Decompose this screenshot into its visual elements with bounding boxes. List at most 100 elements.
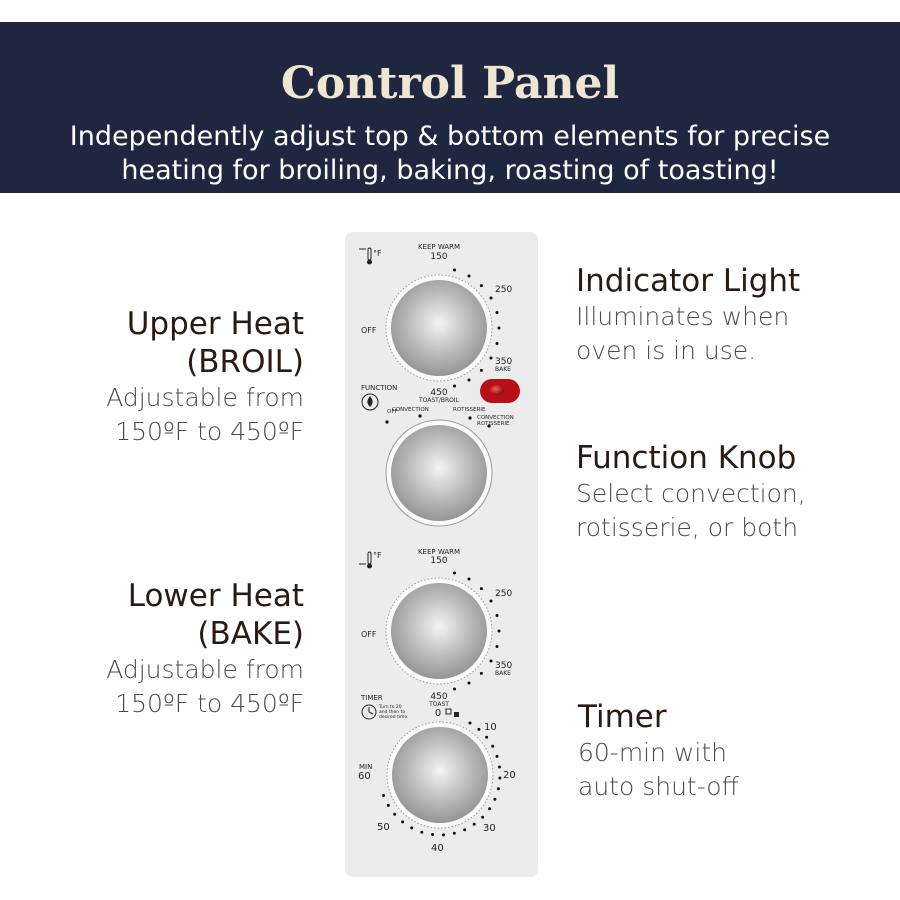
timer-feature: Timer 60-min with auto shut-off: [578, 698, 878, 804]
timer-tick-dot: [491, 744, 495, 748]
upper-bake-label: BAKE: [495, 366, 511, 373]
lower-toast-label: TOAST: [428, 701, 449, 708]
timer-tick-dot: [410, 826, 414, 830]
lower-dial-tick-dots: [453, 571, 501, 691]
lower-tick-dot: [467, 681, 471, 685]
upper-tick-dot: [467, 274, 471, 278]
timer-note-2: and then to: [379, 709, 405, 715]
upper-heat-desc-1: Adjustable from: [106, 383, 304, 412]
function-label: FUNCTION: [361, 384, 397, 392]
control-panel: °F KEEP WARM 150 250 350 BAKE 450 TOAST/…: [345, 232, 538, 877]
lower-tick-dot: [489, 659, 493, 663]
upper-350-label: 350: [495, 357, 512, 367]
timer-min-label: MIN: [359, 763, 372, 771]
function-knob-title: Function Knob: [576, 440, 797, 476]
timer-dial-tick-dots: [382, 721, 502, 837]
lower-tick-dot: [479, 671, 483, 675]
upper-tick-dot: [453, 268, 456, 272]
lower-tick-dot: [453, 687, 456, 691]
upper-tick-dot: [489, 296, 493, 300]
function-both-label-1: CONVECTION: [477, 415, 514, 421]
timer-tick-dot: [485, 735, 489, 739]
upper-450-label: 450: [430, 388, 447, 398]
lower-heat-title: Lower Heat: [127, 578, 304, 614]
lower-deg-label: °F: [373, 551, 382, 560]
upper-250-label: 250: [495, 285, 512, 295]
timer-tick-dot: [495, 754, 499, 758]
timer-tick-dot: [393, 812, 397, 816]
lower-tick-dot: [495, 645, 499, 648]
upper-tick-dot: [495, 311, 499, 314]
function-dial: FUNCTION OFF CONVECTION ROTISSERIE CONVE…: [361, 384, 514, 527]
lower-heat-subtitle: (BAKE): [197, 616, 304, 652]
lower-keep-warm-label: KEEP WARM: [418, 548, 460, 556]
upper-heat-desc-2: 150ºF to 450ºF: [115, 417, 304, 446]
timer-tick-dot: [493, 797, 497, 801]
timer-desc-1: 60-min with: [578, 738, 727, 767]
lower-bake-label: BAKE: [495, 670, 511, 677]
upper-heat-title: Upper Heat: [126, 306, 304, 342]
upper-heat-knob[interactable]: [391, 280, 487, 376]
lower-350-label: 350: [495, 661, 512, 671]
upper-150-label: 150: [430, 252, 447, 262]
function-knob[interactable]: [391, 425, 487, 521]
thermometer-icon: [359, 247, 372, 265]
upper-tick-dot: [479, 284, 483, 288]
lower-tick-dot: [467, 577, 471, 581]
upper-tick-dot: [479, 368, 483, 372]
timer-tick-dot: [481, 815, 485, 819]
upper-off-label: OFF: [361, 326, 377, 335]
timer-0-label: 0: [435, 708, 441, 719]
lower-250-label: 250: [495, 589, 512, 599]
timer-tick-dot: [382, 794, 386, 797]
lower-heat-feature: Lower Heat (BAKE) Adjustable from 150ºF …: [40, 577, 304, 721]
indicator-light-title: Indicator Light: [576, 263, 801, 299]
timer-tick-dot: [477, 727, 481, 731]
timer-knob[interactable]: [392, 727, 488, 823]
lower-tick-dot: [489, 599, 493, 603]
timer-tick-dot: [488, 807, 492, 811]
timer-tick-dot: [498, 776, 502, 780]
upper-tick-dot: [453, 384, 456, 388]
lower-150-label: 150: [430, 556, 447, 566]
timer-label: TIMER: [360, 694, 383, 702]
function-off-label: OFF: [387, 409, 398, 415]
timer-tick-dot: [496, 787, 500, 791]
subtitle-line-1: Independently adjust top & bottom elemen…: [69, 121, 831, 152]
timer-50-label: 50: [377, 822, 390, 833]
upper-deg-label: °F: [373, 249, 382, 258]
indicator-light: [480, 379, 520, 403]
timer-60-label: 60: [358, 771, 371, 782]
subtitle-line-2: heating for broiling, baking, roasting o…: [121, 155, 779, 186]
lower-tick-dot: [495, 614, 499, 617]
function-rotisserie-label: ROTISSERIE: [453, 407, 486, 413]
timer-30-label: 30: [483, 823, 496, 834]
timer-note-1: Turn to 20: [378, 704, 402, 710]
timer-desc-2: auto shut-off: [578, 772, 739, 801]
upper-keep-warm-label: KEEP WARM: [418, 243, 460, 251]
timer-tick-dot: [401, 820, 405, 824]
timer-tick-dot: [452, 831, 456, 835]
timer-40-label: 40: [431, 843, 444, 854]
clock-icon: [361, 704, 377, 720]
upper-heat-dial: °F KEEP WARM 150 250 350 BAKE 450 TOAST/…: [359, 243, 512, 404]
indicator-light-desc-1: Illuminates when: [576, 302, 790, 331]
timer-10-label: 10: [484, 722, 497, 733]
lower-thermometer-icon: [359, 551, 372, 569]
timer-tick-dot: [498, 765, 501, 769]
timer-dial: TIMER Turn to 20 and then to desired tim…: [358, 694, 516, 854]
timer-tick-dot: [463, 828, 467, 832]
function-knob-desc-1: Select convection,: [576, 479, 806, 508]
upper-tick-dot: [489, 356, 493, 360]
upper-tick-dot: [467, 378, 471, 382]
upper-toast-broil-label: TOAST/BROIL: [418, 397, 460, 404]
timer-tick-dot: [431, 833, 434, 836]
lower-heat-knob[interactable]: [391, 583, 487, 679]
upper-heat-feature: Upper Heat (BROIL) Adjustable from 150ºF…: [40, 305, 304, 449]
header-banner: Control Panel Independently adjust top &…: [0, 22, 900, 193]
lower-tick-dot: [497, 629, 501, 633]
lower-heat-desc-2: 150ºF to 450ºF: [115, 689, 304, 718]
page-subtitle: Independently adjust top & bottom elemen…: [20, 120, 880, 188]
timer-tick-dot: [472, 822, 476, 826]
lower-450-label: 450: [430, 692, 447, 702]
